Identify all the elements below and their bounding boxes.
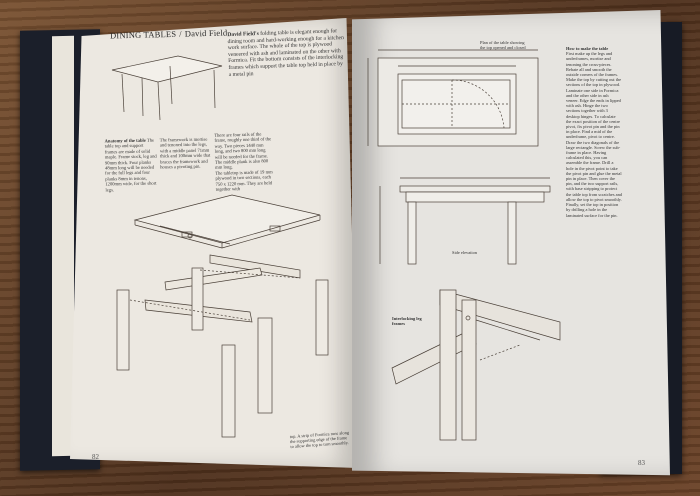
side-elevation-label: Side elevation [452,250,477,255]
plan-view-drawing [367,49,539,147]
right-page-number: 83 [638,459,645,467]
sidebar-column: How to make the table First make up the … [566,46,622,218]
exploded-view-drawing [116,194,329,438]
plan-label: Plan of the table showing the top opened… [480,40,526,50]
left-page [70,18,358,468]
sidebar-text: First make up the legs and underframes, … [566,51,622,218]
side-elevation-drawing [379,177,551,265]
interlocking-label: Interlocking leg frames [392,316,422,326]
interlocking-frames-drawing [391,289,561,441]
left-page-number: 82 [92,453,99,461]
table-sketch-small [111,55,223,121]
sidebar-heading: How to make the table [566,46,609,51]
